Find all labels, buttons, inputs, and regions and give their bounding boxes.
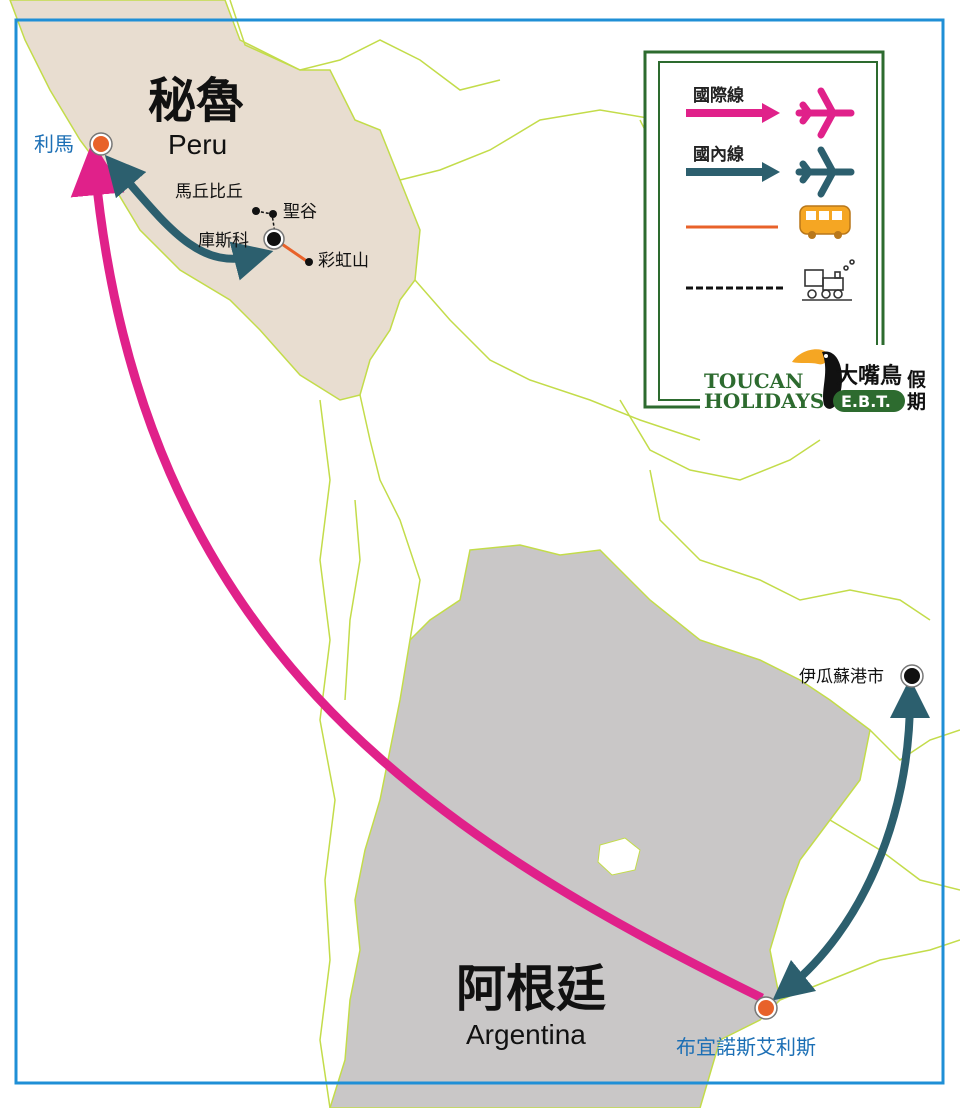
city-marker-machu-picchu[interactable]	[252, 207, 260, 215]
train-icon	[802, 259, 855, 301]
logo-cn: 大嘴鳥	[836, 363, 902, 389]
plane-icon-international	[795, 87, 855, 139]
country-label-argentina-zh: 阿根廷	[456, 960, 606, 1018]
city-label-cusco: 庫斯科	[198, 231, 249, 251]
city-marker-lima[interactable]	[89, 132, 113, 156]
logo-line2: HOLIDAYS	[704, 389, 824, 413]
city-marker-iguazu[interactable]	[900, 664, 924, 688]
city-marker-buenos-aires[interactable]	[754, 996, 778, 1020]
map-frame	[14, 18, 945, 1085]
city-marker-cusco[interactable]	[263, 228, 285, 250]
plane-icon-domestic	[795, 146, 855, 198]
city-marker-rainbow-mountain[interactable]	[305, 258, 313, 266]
city-label-buenos-aires: 布宜諾斯艾利斯	[676, 1035, 816, 1059]
city-marker-sacred-valley[interactable]	[269, 210, 277, 218]
city-label-iguazu: 伊瓜蘇港市	[799, 667, 884, 687]
domestic-route-iguazu-ba	[772, 678, 930, 1001]
legend: 國際線 國內線	[643, 50, 932, 415]
legend-international-label: 國際線	[693, 85, 744, 106]
legend-domestic-label: 國內線	[693, 144, 744, 165]
logo-cn2-a: 假	[907, 368, 926, 391]
bus-icon	[799, 205, 851, 239]
country-label-argentina-en: Argentina	[466, 1019, 586, 1050]
lake	[597, 837, 641, 876]
country-label-peru-en: Peru	[168, 129, 227, 160]
city-label-rainbow-mountain: 彩虹山	[318, 251, 369, 271]
logo-ebt: E.B.T.	[841, 392, 891, 411]
toucan-holidays-logo: TOUCAN HOLIDAYS E.B.T. 大嘴鳥 假 期	[700, 345, 932, 415]
logo-cn2-b: 期	[907, 391, 926, 413]
logo-line1: TOUCAN	[704, 369, 803, 393]
international-route	[70, 141, 764, 1003]
country-label-peru-zh: 秘魯	[148, 73, 244, 129]
city-label-machu-picchu: 馬丘比丘	[175, 182, 243, 202]
city-label-lima: 利馬	[34, 132, 74, 156]
domestic-route-lima-cusco	[104, 154, 274, 281]
city-label-sacred-valley: 聖谷	[283, 202, 317, 222]
